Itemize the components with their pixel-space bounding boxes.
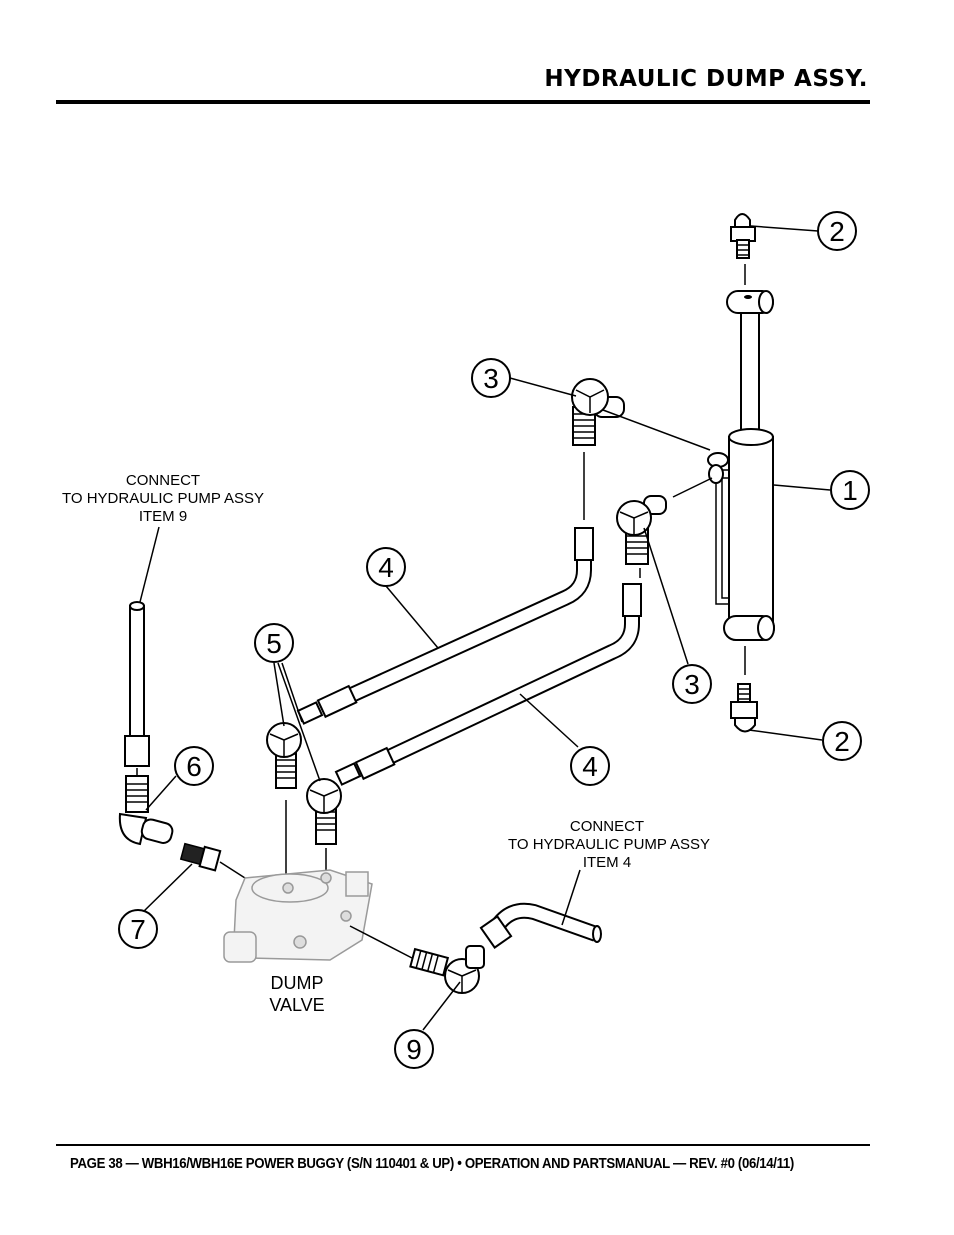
callout-3-bottom: 3: [672, 664, 712, 704]
callout-7-number: 7: [130, 914, 146, 945]
page-footer: PAGE 38 — WBH16/WBH16E POWER BUGGY (S/N …: [70, 1155, 794, 1172]
callout-5-number: 5: [266, 628, 282, 659]
note-connect-pump-item4: CONNECT TO HYDRAULIC PUMP ASSY ITEM 4: [508, 818, 710, 871]
callout-4-lower: 4: [570, 746, 610, 786]
callout-3-bottom-number: 3: [684, 669, 700, 700]
callout-1-number: 1: [842, 475, 858, 506]
grease-fitting-top: [730, 213, 756, 285]
hose-pump-item9: [124, 601, 150, 776]
callout-1: 1: [830, 470, 870, 510]
callout-2-top-number: 2: [829, 216, 845, 247]
page-title: HYDRAULIC DUMP ASSY.: [544, 66, 868, 92]
callout-3-top-number: 3: [483, 363, 499, 394]
dump-valve-label-line2: VALVE: [269, 995, 324, 1015]
callout-6-number: 6: [186, 751, 202, 782]
elbow-fitting-5b: [306, 778, 342, 870]
note-item9-line1: CONNECT: [126, 472, 200, 489]
note-item4-line2: TO HYDRAULIC PUMP ASSY: [508, 836, 710, 853]
dump-valve-label-line1: DUMP: [271, 973, 324, 993]
callout-2-bottom-number: 2: [834, 726, 850, 757]
note-item4-line1: CONNECT: [570, 818, 644, 835]
elbow-fitting-top: [571, 378, 625, 520]
callout-5: 5: [254, 623, 294, 663]
callout-2-bottom: 2: [822, 721, 862, 761]
callout-6: 6: [174, 746, 214, 786]
callout-9-number: 9: [406, 1034, 422, 1065]
callout-3-top: 3: [471, 358, 511, 398]
callout-4-lower-number: 4: [582, 751, 598, 782]
note-connect-pump-item9: CONNECT TO HYDRAULIC PUMP ASSY ITEM 9: [62, 472, 264, 525]
elbow-fitting-right: [616, 495, 667, 578]
callout-2-top: 2: [817, 211, 857, 251]
hose-upper: [296, 527, 594, 725]
elbow-fitting-5a: [266, 722, 302, 900]
footer-rule: [56, 1144, 870, 1146]
elbow-fitting-6: [118, 775, 174, 846]
callout-7: 7: [118, 909, 158, 949]
dump-valve: [223, 869, 413, 963]
elbow-fitting-9: [409, 945, 485, 994]
callout-4-upper: 4: [366, 547, 406, 587]
note-item4-line3: ITEM 4: [583, 854, 631, 871]
note-item9-line3: ITEM 9: [139, 508, 187, 525]
header-rule: [56, 100, 870, 104]
note-item9-line2: TO HYDRAULIC PUMP ASSY: [62, 490, 264, 507]
grease-fitting-bottom: [730, 646, 758, 733]
callout-9: 9: [394, 1029, 434, 1069]
leader-lines: [139, 225, 831, 1031]
adapter-fitting-7: [179, 842, 246, 879]
callout-4-upper-number: 4: [378, 552, 394, 583]
dump-valve-label: DUMP VALVE: [269, 973, 324, 1015]
hydraulic-cylinder: [707, 290, 775, 641]
hose-pump-item4: [479, 902, 602, 949]
hose-lower: [334, 583, 642, 786]
